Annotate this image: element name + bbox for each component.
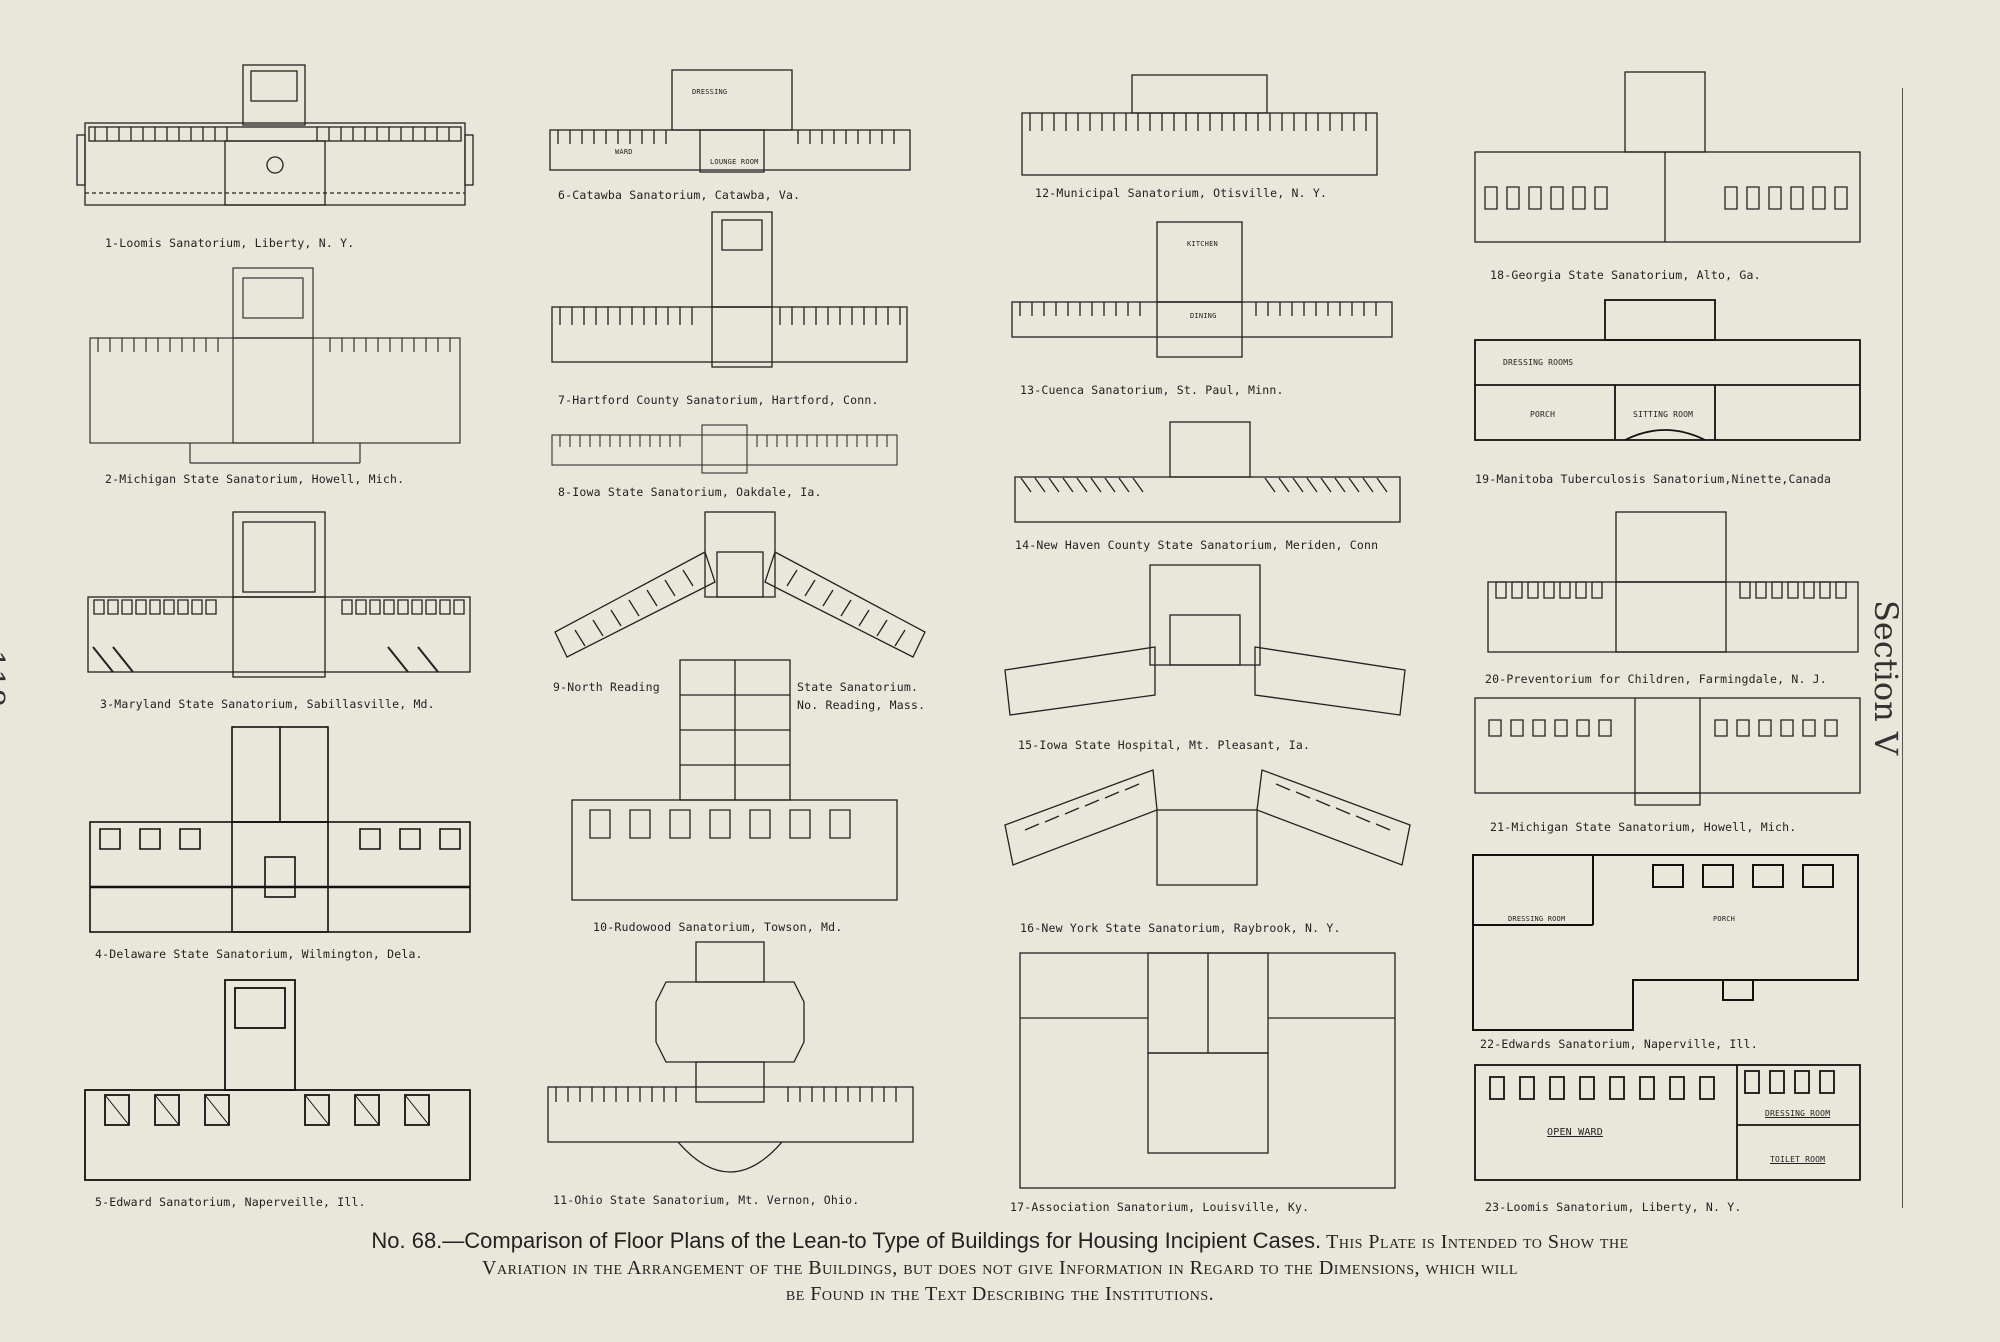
plan-8-iowa bbox=[551, 424, 898, 475]
caption-plan-18: 18-Georgia State Sanatorium, Alto, Ga. bbox=[1490, 268, 1761, 282]
caption-plan-6: 6-Catawba Sanatorium, Catawba, Va. bbox=[558, 188, 801, 202]
caption-plan-4: 4-Delaware State Sanatorium, Wilmington,… bbox=[95, 947, 423, 961]
caption-plan-7: 7-Hartford County Sanatorium, Hartford, … bbox=[558, 393, 879, 407]
plan-5-edward bbox=[84, 979, 471, 1190]
plan-13-cuenca: KITCHEN DINING bbox=[1011, 221, 1393, 362]
plan-22-edwards: DRESSING ROOM PORCH bbox=[1472, 854, 1859, 1031]
plan-18-georgia bbox=[1474, 71, 1861, 247]
room-label-edwards-porch: PORCH bbox=[1713, 915, 1736, 923]
caption-plan-1: 1-Loomis Sanatorium, Liberty, N. Y. bbox=[105, 236, 355, 250]
plan-16-new-york bbox=[1004, 769, 1411, 915]
plate-title: —Comparison of Floor Plans of the Lean-t… bbox=[442, 1228, 1322, 1253]
caption-plan-14: 14-New Haven County State Sanatorium, Me… bbox=[1015, 538, 1379, 552]
room-label-dressing-room: DRESSING ROOM bbox=[1508, 915, 1566, 923]
room-label-kitchen: KITCHEN bbox=[1187, 240, 1218, 248]
room-label-loomis-dressing: DRESSING ROOM bbox=[1765, 1109, 1831, 1118]
room-label-dressing-rooms: DRESSING ROOMS bbox=[1503, 358, 1574, 367]
plan-1-loomis bbox=[76, 64, 474, 215]
caption-plan-22: 22-Edwards Sanatorium, Naperville, Ill. bbox=[1480, 1037, 1758, 1051]
plan-17-association bbox=[1019, 952, 1396, 1189]
plan-20-preventorium bbox=[1487, 511, 1859, 662]
caption-plan-5: 5-Edward Sanatorium, Naperveille, Ill. bbox=[95, 1195, 366, 1209]
plan-3-maryland bbox=[87, 511, 471, 682]
plan-12-municipal bbox=[1021, 74, 1378, 180]
room-label-open-ward: OPEN WARD bbox=[1547, 1127, 1603, 1138]
plan-15-iowa-hospital bbox=[1004, 564, 1406, 730]
caption-plan-10: 10-Rudowood Sanatorium, Towson, Md. bbox=[593, 920, 843, 934]
room-label-ward: WARD bbox=[615, 148, 633, 156]
plan-10-rudowood bbox=[571, 659, 898, 912]
plan-7-hartford bbox=[551, 211, 908, 377]
margin-rule bbox=[1902, 88, 1903, 1208]
room-label-porch: PORCH bbox=[1530, 410, 1556, 419]
plan-4-delaware bbox=[89, 726, 471, 937]
plan-9-north-reading bbox=[554, 511, 926, 672]
caption-plan-12: 12-Municipal Sanatorium, Otisville, N. Y… bbox=[1035, 186, 1328, 200]
room-label-dressing: DRESSING bbox=[692, 88, 728, 96]
caption-plan-2: 2-Michigan State Sanatorium, Howell, Mic… bbox=[105, 472, 405, 486]
plate-description-1: This Plate is Intended to Show the bbox=[1326, 1231, 1629, 1253]
plan-6-catawba: DRESSING LOUNGE ROOM WARD bbox=[549, 69, 911, 180]
caption-plan-21: 21-Michigan State Sanatorium, Howell, Mi… bbox=[1490, 820, 1797, 834]
caption-plan-9a: 9-North Reading bbox=[553, 680, 660, 694]
caption-plan-9b: State Sanatorium. bbox=[797, 680, 919, 694]
plan-11-ohio bbox=[547, 941, 914, 1173]
caption-plan-19: 19-Manitoba Tuberculosis Sanatorium,Nine… bbox=[1475, 472, 1832, 486]
plan-19-manitoba: DRESSING ROOMS PORCH SITTING ROOM bbox=[1474, 299, 1861, 450]
caption-plan-3: 3-Maryland State Sanatorium, Sabillasvil… bbox=[100, 697, 435, 711]
room-label-sitting-room: SITTING ROOM bbox=[1633, 410, 1694, 419]
section-label: Section V bbox=[1867, 600, 1905, 756]
caption-plan-20: 20-Preventorium for Children, Farmingdal… bbox=[1485, 672, 1827, 686]
caption-plan-15: 15-Iowa State Hospital, Mt. Pleasant, Ia… bbox=[1018, 738, 1311, 752]
caption-plan-17: 17-Association Sanatorium, Louisville, K… bbox=[1010, 1200, 1310, 1214]
plate-caption: No. 68.—Comparison of Floor Plans of the… bbox=[100, 1228, 1900, 1307]
page-number: 118 bbox=[0, 650, 10, 708]
plan-23-loomis: OPEN WARD DRESSING ROOM TOILET ROOM bbox=[1474, 1064, 1861, 1185]
caption-plan-11: 11-Ohio State Sanatorium, Mt. Vernon, Oh… bbox=[553, 1193, 860, 1207]
plan-2-michigan bbox=[89, 267, 461, 464]
room-label-dining: DINING bbox=[1190, 312, 1217, 320]
plate-number: No. 68. bbox=[371, 1228, 443, 1253]
plate-description-2: Variation in the Arrangement of the Buil… bbox=[482, 1257, 1518, 1279]
plate-description-3: be Found in the Text Describing the Inst… bbox=[785, 1283, 1215, 1305]
caption-plan-8: 8-Iowa State Sanatorium, Oakdale, Ia. bbox=[558, 485, 822, 499]
room-label-toilet-room: TOILET ROOM bbox=[1770, 1155, 1826, 1164]
room-label-lounge: LOUNGE ROOM bbox=[710, 158, 759, 166]
plan-21-michigan bbox=[1474, 697, 1861, 808]
caption-plan-16: 16-New York State Sanatorium, Raybrook, … bbox=[1020, 921, 1341, 935]
caption-plan-13: 13-Cuenca Sanatorium, St. Paul, Minn. bbox=[1020, 383, 1284, 397]
caption-plan-9c: No. Reading, Mass. bbox=[797, 698, 926, 712]
caption-plan-23: 23-Loomis Sanatorium, Liberty, N. Y. bbox=[1485, 1200, 1742, 1214]
plan-14-new-haven bbox=[1014, 421, 1401, 527]
